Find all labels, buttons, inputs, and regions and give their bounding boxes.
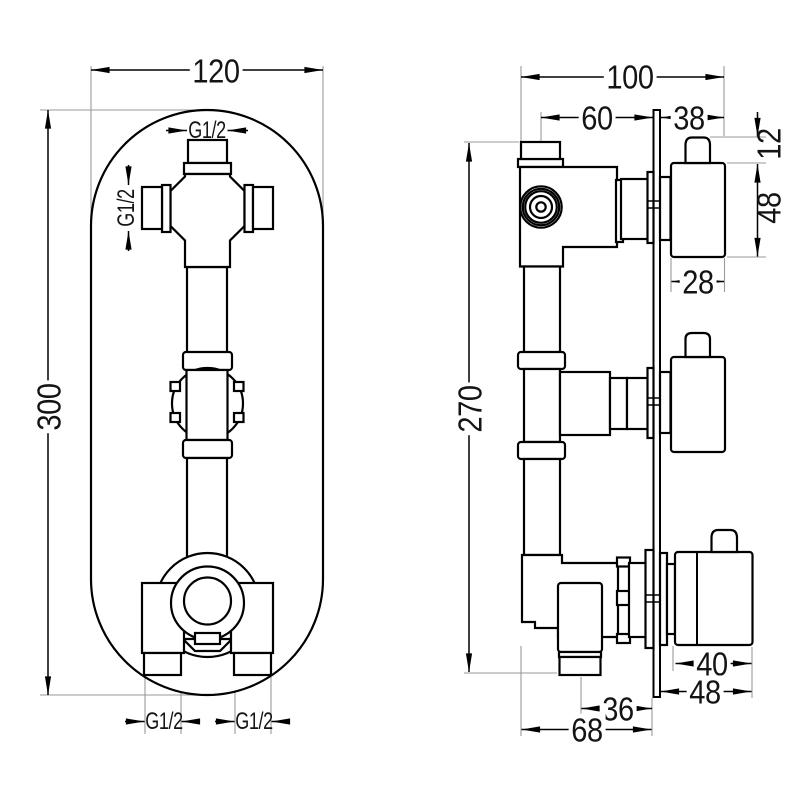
dim-label-thread-top: G1/2 [188, 116, 226, 144]
thread-bottom-right [232, 651, 273, 677]
mounting-plate [652, 109, 661, 698]
dim-label-thread-left: G1/2 [113, 188, 140, 227]
dim-label-body-width: 68 [568, 713, 606, 746]
dim-label-total-depth: 100 [603, 60, 657, 94]
dim-label-side-height: 270 [452, 382, 489, 436]
dim-label-plate-height: 300 [31, 380, 68, 434]
dim-label-outlet-offset: 36 [599, 692, 637, 725]
side-thread-top-inlet [519, 140, 562, 161]
handle-knob-bottom [673, 550, 754, 647]
riser-pipe-lower [185, 456, 229, 560]
thread-right [251, 185, 275, 231]
side-thread-outlet [558, 655, 602, 677]
handle-cap-bottom [710, 528, 739, 554]
handle-knob-middle [669, 355, 727, 454]
dim-label-plate-width: 120 [189, 54, 243, 87]
dim-label-thread-bottom-left: G1/2 [144, 707, 183, 735]
riser-pipe-upper [185, 265, 229, 355]
handle-knob-top [669, 161, 727, 259]
dim-label-knob-overall: 48 [686, 675, 723, 708]
thread-bottom-left [142, 651, 183, 677]
dim-label-handle-height: 48 [750, 192, 788, 224]
dim-label-valve-depth: 60 [578, 101, 615, 134]
dim-label-cap-height: 12 [750, 128, 788, 160]
dim-label-knob-width: 40 [693, 647, 731, 680]
dim-label-thread-bottom-right: G1/2 [234, 707, 273, 735]
front-view-linework [89, 108, 325, 697]
handle-cap-middle [684, 331, 712, 359]
side-mid-valve-body [558, 370, 612, 437]
dim-label-handle-width: 28 [679, 265, 716, 298]
side-view-linework [516, 109, 754, 698]
handle-cap-top [684, 136, 712, 165]
dim-label-handle-projection: 38 [670, 101, 708, 134]
thread-left [140, 185, 164, 231]
